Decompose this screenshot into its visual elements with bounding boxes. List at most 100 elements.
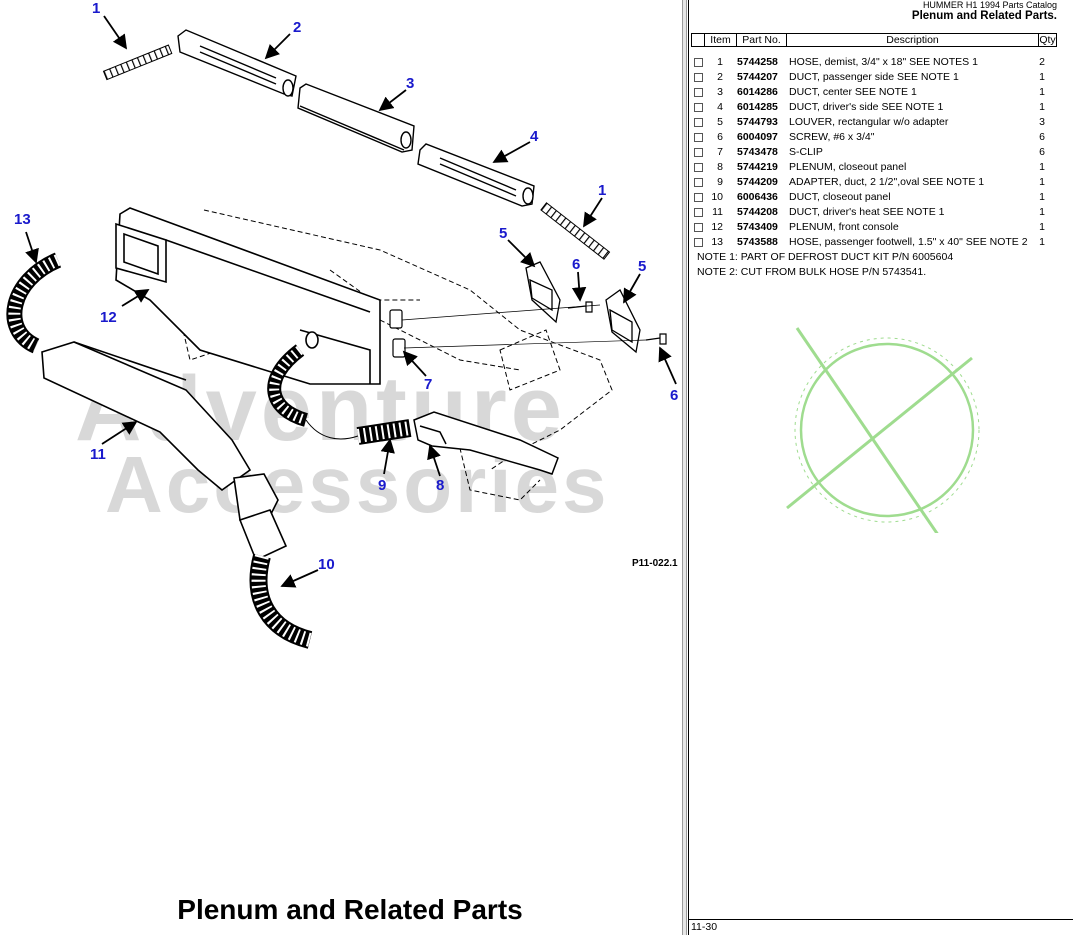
row-description: DUCT, driver's heat SEE NOTE 1 [789, 206, 945, 218]
seal-watermark-icon [786, 327, 980, 533]
parts-table-header: Item Part No. Description Qty [691, 33, 1057, 47]
row-part-number: 5744208 [737, 206, 778, 218]
row-part-number: 6004097 [737, 131, 778, 143]
header-item[interactable]: Item [705, 34, 737, 46]
note-1: NOTE 1: PART OF DEFROST DUCT KIT P/N 600… [697, 251, 954, 263]
table-row[interactable]: 11 5744208 DUCT, driver's heat SEE NOTE 1 1 [689, 205, 1069, 220]
row-quantity: 1 [1039, 191, 1045, 203]
row-item-number: 10 [711, 191, 723, 203]
catalog-name: HUMMER H1 1994 Parts Catalog [922, 0, 1057, 10]
row-item-number: 7 [717, 146, 723, 158]
row-description: DUCT, center SEE NOTE 1 [789, 86, 917, 98]
callout-8: 8 [436, 477, 444, 494]
row-item-number: 4 [717, 101, 723, 113]
checkbox-icon[interactable] [694, 148, 703, 157]
row-quantity: 1 [1039, 206, 1045, 218]
table-row[interactable]: 7 5743478 S-CLIP 6 [689, 145, 1069, 160]
screw-leader-lines [401, 304, 647, 349]
s-clips [389, 309, 406, 358]
checkbox-icon[interactable] [694, 223, 703, 232]
checkbox-icon[interactable] [694, 193, 703, 202]
row-item-number: 1 [717, 56, 723, 68]
parts-list-pane: HUMMER H1 1994 Parts Catalog Plenum and … [688, 0, 1073, 935]
callout-9: 9 [378, 477, 386, 494]
row-quantity: 3 [1039, 116, 1045, 128]
header-description[interactable]: Description [787, 34, 1039, 46]
row-part-number: 5744258 [737, 56, 778, 68]
checkbox-icon[interactable] [694, 208, 703, 217]
callout-13: 13 [14, 211, 31, 228]
row-description: DUCT, closeout panel [789, 191, 891, 203]
row-part-number: 6014286 [737, 86, 778, 98]
diagram-reference-code: P11-022.1 [632, 558, 678, 569]
checkbox-icon[interactable] [694, 163, 703, 172]
checkbox-icon[interactable] [694, 133, 703, 142]
row-description: S-CLIP [789, 146, 823, 158]
callout-5-left: 5 [499, 225, 507, 242]
catalog-title: Plenum and Related Parts. [911, 10, 1057, 22]
callout-1-top: 1 [92, 0, 100, 17]
row-item-number: 11 [712, 206, 723, 218]
header-part-no[interactable]: Part No. [737, 34, 787, 46]
row-quantity: 1 [1039, 71, 1045, 83]
callout-5-right: 5 [638, 258, 646, 275]
row-description: DUCT, passenger side SEE NOTE 1 [789, 71, 959, 83]
diagram-pane: Adventure Accessories [6, 0, 679, 925]
table-row[interactable]: 1 5744258 HOSE, demist, 3/4" x 18" SEE NOT… [689, 55, 1069, 70]
callout-6-lower: 6 [670, 387, 678, 404]
adapter-hose [267, 344, 412, 445]
row-quantity: 2 [1039, 56, 1045, 68]
louver-right [605, 289, 641, 354]
row-description: HOSE, passenger footwell, 1.5" x 40" SEE… [789, 236, 1028, 248]
row-description: HOSE, demist, 3/4" x 18" SEE NOTES 1 [789, 56, 978, 68]
checkbox-icon[interactable] [694, 178, 703, 187]
callout-2: 2 [293, 19, 301, 36]
row-part-number: 5743478 [737, 146, 778, 158]
header-qty[interactable]: Qty [1039, 34, 1056, 46]
checkbox-icon[interactable] [694, 88, 703, 97]
row-part-number: 6014285 [737, 101, 778, 113]
row-description: ADAPTER, duct, 2 1/2",oval SEE NOTE 1 [789, 176, 985, 188]
passenger-footwell-hose [6, 252, 62, 354]
drivers-duct [417, 143, 535, 207]
row-quantity: 1 [1039, 86, 1045, 98]
checkbox-icon[interactable] [694, 58, 703, 67]
checkbox-icon[interactable] [694, 73, 703, 82]
row-quantity: 1 [1039, 236, 1045, 248]
front-console-plenum [115, 207, 381, 385]
callout-6-upper: 6 [572, 256, 580, 273]
callout-7: 7 [424, 376, 432, 393]
row-quantity: 6 [1039, 146, 1045, 158]
row-description: LOUVER, rectangular w/o adapter [789, 116, 949, 128]
demist-hose-right [540, 202, 611, 260]
row-item-number: 12 [711, 221, 723, 233]
row-part-number: 5744793 [737, 116, 778, 128]
callout-1-right: 1 [598, 182, 606, 199]
row-quantity: 6 [1039, 131, 1045, 143]
row-item-number: 2 [717, 71, 723, 83]
checkbox-icon[interactable] [694, 103, 703, 112]
callout-arrows [25, 15, 677, 588]
checkbox-icon[interactable] [694, 238, 703, 247]
closeout-duct-hose [249, 553, 313, 649]
row-description: PLENUM, closeout panel [789, 161, 907, 173]
table-row[interactable]: 10 6006436 DUCT, closeout panel 1 [689, 190, 1069, 205]
row-description: DUCT, driver's side SEE NOTE 1 [789, 101, 944, 113]
pane-splitter[interactable] [682, 0, 687, 935]
louver-left [525, 261, 561, 324]
dashboard-outline [175, 209, 613, 501]
checkbox-icon[interactable] [694, 118, 703, 127]
row-part-number: 6006436 [737, 191, 778, 203]
header-checkbox-column [692, 34, 705, 46]
demist-hose-left [102, 44, 173, 81]
row-description: PLENUM, front console [789, 221, 899, 233]
